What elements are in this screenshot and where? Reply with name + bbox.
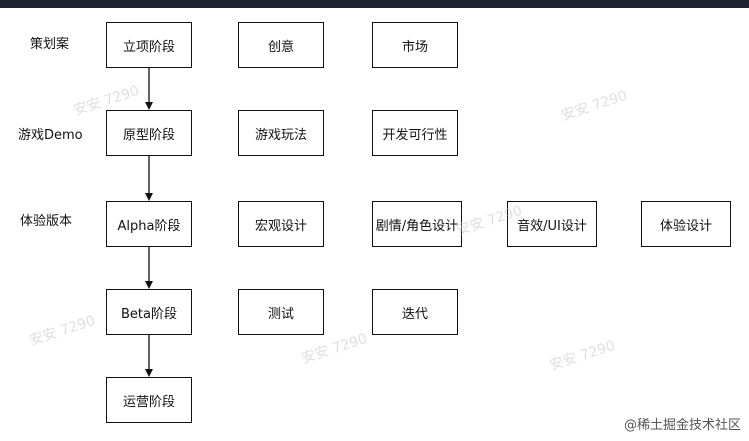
row-label-planning: 策划案 — [30, 37, 70, 52]
watermark: 安安 7290 — [547, 337, 618, 375]
watermark: 安安 7290 — [559, 87, 630, 125]
item-box-iteration: 迭代 — [372, 289, 458, 335]
item-box-testing: 测试 — [238, 289, 324, 335]
top-bar — [0, 0, 749, 8]
row-label-experience: 体验版本 — [20, 214, 73, 229]
item-box-experience-design: 体验设计 — [641, 201, 731, 247]
stage-box-alpha: Alpha阶段 — [106, 201, 192, 247]
stage-box-beta: Beta阶段 — [106, 289, 192, 335]
item-box-market: 市场 — [372, 22, 458, 68]
item-box-macro-design: 宏观设计 — [238, 201, 324, 247]
item-box-feasibility: 开发可行性 — [372, 110, 458, 156]
source-credit: @稀土掘金技术社区 — [623, 418, 741, 433]
stage-box-operation: 运营阶段 — [106, 377, 192, 423]
item-box-story-character: 剧情/角色设计 — [372, 201, 462, 247]
item-box-audio-ui: 音效/UI设计 — [507, 201, 597, 247]
watermark: 安安 7290 — [27, 312, 98, 350]
item-box-creative: 创意 — [238, 22, 324, 68]
stage-box-initiation: 立项阶段 — [106, 22, 192, 68]
item-box-gameplay: 游戏玩法 — [238, 110, 324, 156]
row-label-demo: 游戏Demo — [18, 128, 83, 143]
stage-box-prototype: 原型阶段 — [106, 110, 192, 156]
